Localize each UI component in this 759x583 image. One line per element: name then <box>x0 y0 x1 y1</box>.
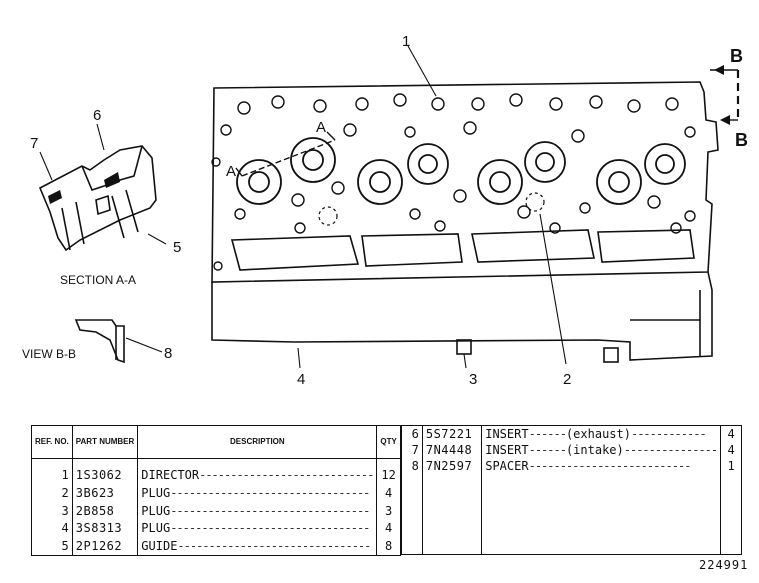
view-b-b-drawing <box>74 319 125 364</box>
view-marker-b-top: B <box>730 46 743 66</box>
description: INSERT------(intake)--------------- <box>481 442 722 459</box>
callout-1: 1 <box>402 33 410 50</box>
qty: 4 <box>720 442 742 459</box>
header-part-number: PART NUMBER <box>71 425 139 459</box>
table-row: 6 5S7221 INSERT------(exhaust)----------… <box>401 425 742 443</box>
qty: 8 <box>376 537 401 556</box>
part-number: 2P1262 <box>71 537 139 556</box>
part-number: 5S7221 <box>421 425 483 443</box>
table-row: 8 7N2597 SPACER-------------------------… <box>401 458 742 475</box>
view-marker-b-bottom: B <box>735 130 748 150</box>
callout-8: 8 <box>164 345 172 362</box>
section-marker-a-top: A <box>316 119 326 136</box>
cylinder-head-drawing: 1 2 3 4 5 6 7 8 A A B B SECTION A-A VIEW… <box>22 33 748 388</box>
callout-7: 7 <box>30 135 38 152</box>
table-row: 1 1S3062 DIRECTOR-----------------------… <box>31 466 401 485</box>
table-row: 3 2B858 PLUG----------------------------… <box>31 501 401 520</box>
valve-seats <box>236 137 686 205</box>
callout-3: 3 <box>469 371 477 388</box>
callout-4: 4 <box>297 371 305 388</box>
description: DIRECTOR---------------------------- <box>137 466 378 485</box>
head-top-outline <box>211 81 719 283</box>
ref-no: 1 <box>31 466 73 485</box>
part-number: 1S3062 <box>71 466 139 485</box>
part-number: 7N4448 <box>421 442 483 459</box>
part-number: 7N2597 <box>421 458 483 475</box>
view-caption: VIEW B-B <box>22 347 76 361</box>
table-row: 7 7N4448 INSERT------(intake)-----------… <box>401 442 742 459</box>
description: INSERT------(exhaust)------------ <box>481 425 722 443</box>
table-row <box>31 458 401 467</box>
callout-2: 2 <box>563 371 571 388</box>
qty: 12 <box>376 466 401 485</box>
ref-no: 4 <box>31 519 73 538</box>
qty: 3 <box>376 501 401 520</box>
section-marker-a-left: A <box>226 163 236 180</box>
part-number: 3S8313 <box>71 519 139 538</box>
part-number: 2B858 <box>71 501 139 520</box>
parts-table-right: 6 5S7221 INSERT------(exhaust)----------… <box>401 425 742 555</box>
description: PLUG-------------------------------- <box>137 484 378 502</box>
ref-no: 5 <box>31 537 73 556</box>
qty: 1 <box>720 458 742 475</box>
figure-number: 224991 <box>699 558 749 572</box>
bolt-holes <box>211 93 696 271</box>
table-row: 2 3B623 PLUG----------------------------… <box>31 484 401 502</box>
qty: 4 <box>720 425 742 443</box>
header-qty: QTY <box>376 425 401 459</box>
table-row: 5 2P1262 GUIDE--------------------------… <box>31 537 401 556</box>
table-row <box>401 474 742 555</box>
header-description: DESCRIPTION <box>137 425 378 459</box>
description: PLUG-------------------------------- <box>137 519 378 538</box>
ref-no: 6 <box>401 425 423 443</box>
qty: 4 <box>376 519 401 538</box>
table-row: 4 3S8313 PLUG---------------------------… <box>31 519 401 538</box>
parts-table-left: REF. NO. PART NUMBER DESCRIPTION QTY 1 1… <box>31 425 401 556</box>
ref-no: 3 <box>31 501 73 520</box>
ref-no: 7 <box>401 442 423 459</box>
description: PLUG-------------------------------- <box>137 501 378 520</box>
callout-5: 5 <box>173 239 181 256</box>
section-caption: SECTION A-A <box>60 273 136 287</box>
description: SPACER-------------------------- <box>481 458 722 475</box>
head-side-outline <box>211 271 713 361</box>
ref-no: 2 <box>31 484 73 502</box>
callout-6: 6 <box>93 107 101 124</box>
header-ref-no: REF. NO. <box>31 425 73 459</box>
description: GUIDE------------------------------- <box>137 537 378 556</box>
qty: 4 <box>376 484 401 502</box>
ref-no: 8 <box>401 458 423 475</box>
part-number: 3B623 <box>71 484 139 502</box>
